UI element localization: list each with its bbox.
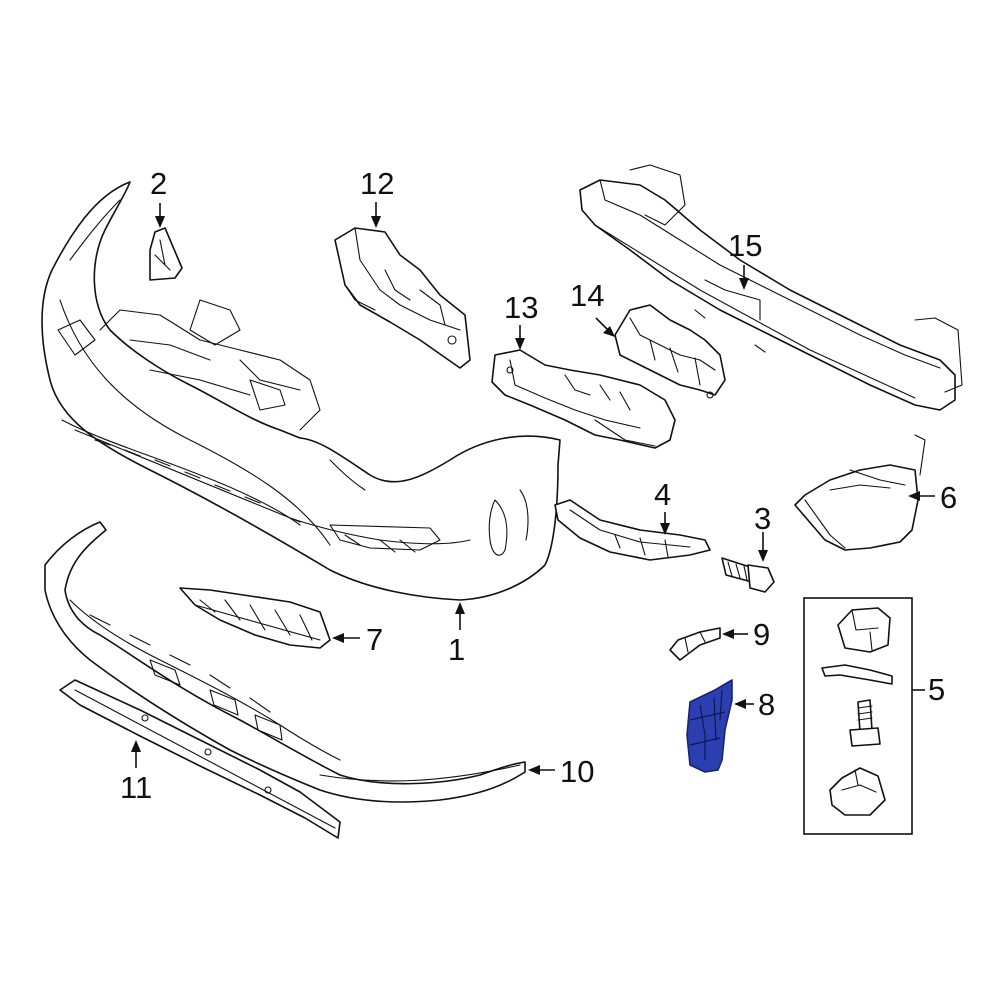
kit-screw	[857, 699, 873, 733]
callout-4: 4	[654, 477, 671, 512]
kit-clip-nut	[837, 607, 891, 653]
part-13-bracket[interactable]	[491, 349, 676, 449]
callout-14: 14	[570, 278, 604, 313]
kit-push-clip	[829, 767, 886, 816]
part-7-grille[interactable]	[179, 587, 331, 649]
part-9-clip[interactable]	[669, 627, 721, 661]
part-8-bracket-highlighted[interactable]	[686, 679, 733, 773]
callout-10: 10	[560, 754, 594, 789]
callout-15: 15	[728, 228, 762, 263]
leader-lines	[131, 202, 935, 775]
part-12-bracket[interactable]	[334, 227, 471, 369]
callout-6: 6	[940, 480, 957, 515]
callout-5: 5	[928, 672, 945, 707]
part-6-bracket[interactable]	[794, 434, 926, 551]
callout-8: 8	[758, 687, 775, 722]
callout-13: 13	[504, 290, 538, 325]
part-15-reinforcement[interactable]	[579, 164, 963, 411]
callout-1: 1	[448, 632, 465, 667]
callout-7: 7	[366, 622, 383, 657]
part-2-bracket[interactable]	[149, 227, 183, 281]
part-11-trim-strip[interactable]	[59, 679, 341, 839]
callout-12: 12	[360, 166, 394, 201]
callout-2: 2	[150, 166, 167, 201]
kit-retainer-strip	[821, 664, 893, 685]
callout-11: 11	[120, 770, 152, 805]
part-10-lower-valance[interactable]	[44, 521, 526, 803]
part-14-bracket[interactable]	[614, 304, 726, 399]
part-4-bracket[interactable]	[554, 499, 711, 561]
hardware-kit-box	[803, 597, 913, 835]
part-3-bolt[interactable]	[721, 557, 775, 593]
part-5-hardware-kit[interactable]	[803, 597, 913, 835]
callout-3: 3	[754, 501, 771, 536]
part-1-bumper-cover[interactable]	[41, 181, 561, 601]
callout-9: 9	[753, 617, 770, 652]
